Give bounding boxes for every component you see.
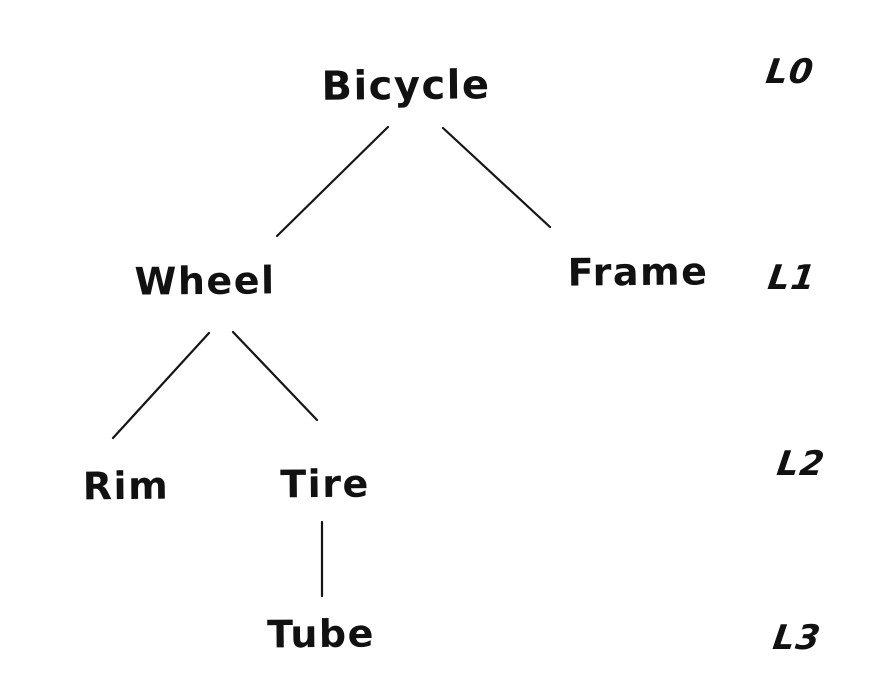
edge-wheel-rim	[111, 331, 211, 440]
node-tube: Tube	[266, 611, 376, 657]
edge-bicycle-wheel	[275, 125, 390, 238]
level-label-l0: L0	[763, 52, 817, 92]
node-rim: Rim	[82, 463, 170, 509]
level-label-l1: L1	[765, 258, 819, 298]
node-frame: Frame	[567, 249, 709, 295]
edge-wheel-tire	[231, 330, 319, 422]
edge-bicycle-frame	[441, 126, 552, 229]
node-tire: Tire	[280, 461, 370, 507]
node-bicycle: Bicycle	[321, 62, 491, 110]
level-label-l2: L2	[774, 444, 828, 484]
node-wheel: Wheel	[134, 258, 276, 304]
level-label-l3: L3	[770, 618, 824, 658]
